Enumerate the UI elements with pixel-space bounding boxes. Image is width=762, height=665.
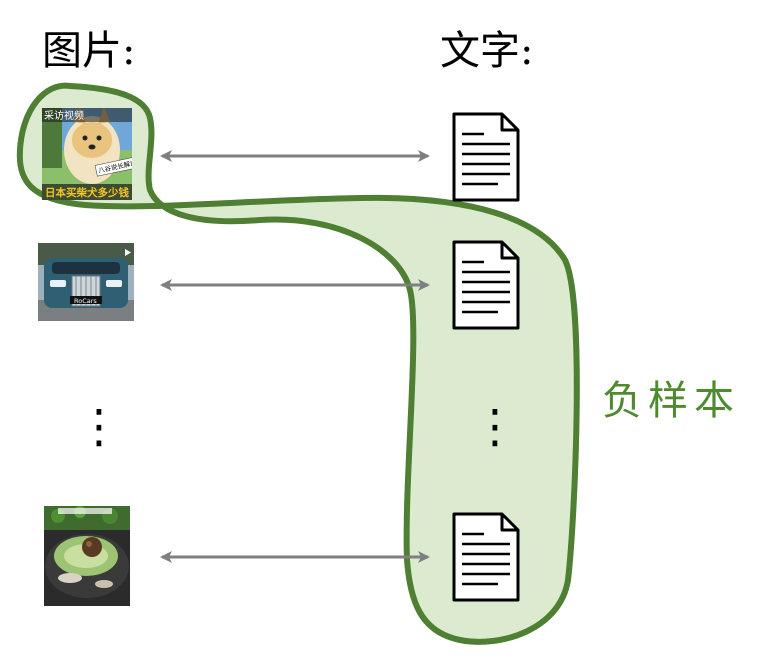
luxury-car-image: RoCars bbox=[38, 243, 134, 321]
dog-caption: 日本买柴犬多少钱 bbox=[45, 186, 129, 199]
images-ellipsis: ⋮ bbox=[76, 399, 122, 453]
negative-sample-region bbox=[16, 82, 580, 645]
car-plate: RoCars bbox=[74, 297, 97, 305]
text-document-icon bbox=[452, 240, 520, 330]
text-document-icon bbox=[452, 112, 520, 202]
texts-ellipsis: ⋮ bbox=[472, 399, 518, 453]
dog-overlay-title: 采访视频 bbox=[44, 109, 84, 122]
shiba-dog-image: 采访视频 八谷说长解说 日本买柴犬多少钱 bbox=[42, 108, 132, 200]
negative-samples-label: 负样本 bbox=[602, 378, 740, 424]
texts-heading: 文字: bbox=[440, 28, 533, 74]
images-heading: 图片: bbox=[42, 28, 135, 74]
text-document-icon bbox=[452, 512, 520, 602]
avocado-dessert-image bbox=[44, 506, 130, 606]
